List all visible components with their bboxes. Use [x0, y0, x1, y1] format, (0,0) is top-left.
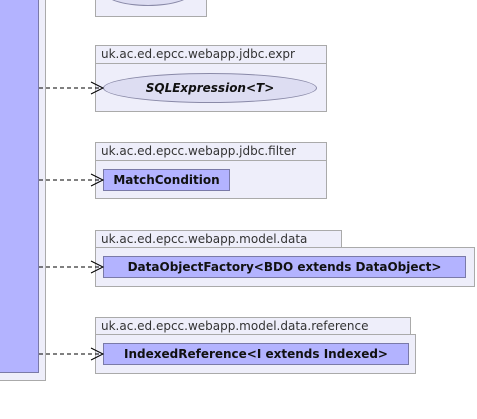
source-class-box[interactable] — [0, 0, 39, 373]
dependency-arrow-indexedreference — [39, 347, 105, 361]
dependency-arrow-sqlexpression — [39, 81, 105, 95]
dependency-arrow-dataobjectfactory — [39, 260, 105, 274]
class-indexedreference[interactable]: IndexedReference<I extends Indexed> — [103, 343, 409, 365]
dependency-arrow-matchcondition — [39, 173, 105, 187]
package-tab-jdbc-expr: uk.ac.ed.epcc.webapp.jdbc.expr — [95, 45, 327, 63]
class-matchcondition[interactable]: MatchCondition — [103, 169, 230, 191]
interface-sqlexpression[interactable]: SQLExpression<T> — [103, 73, 317, 103]
class-dataobjectfactory[interactable]: DataObjectFactory<BDO extends DataObject… — [103, 256, 466, 278]
package-tab-jdbc-filter: uk.ac.ed.epcc.webapp.jdbc.filter — [95, 142, 327, 160]
package-tab-model-data-reference: uk.ac.ed.epcc.webapp.model.data.referenc… — [95, 317, 411, 335]
package-tab-model-data: uk.ac.ed.epcc.webapp.model.data — [95, 230, 342, 248]
package-top-partial — [95, 0, 207, 17]
